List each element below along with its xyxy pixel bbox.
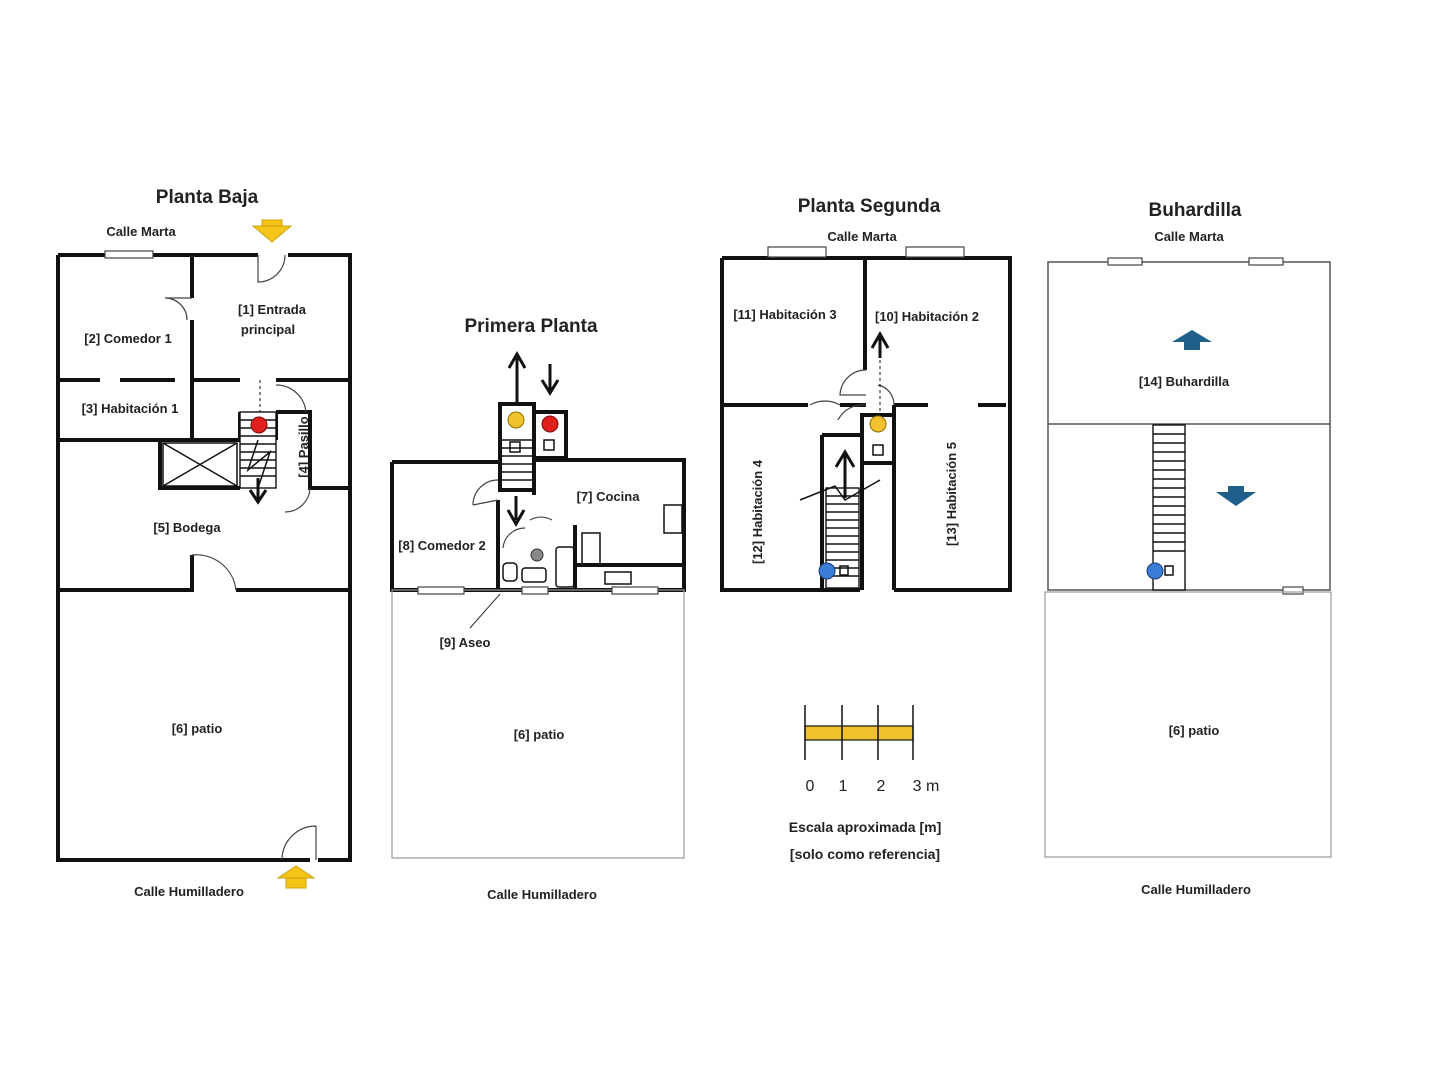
room-label-6-attic: [6] patio <box>1169 723 1220 738</box>
appliance <box>581 532 601 566</box>
scale-bar: 0 1 2 3 m Escala aproximada [m] [solo co… <box>789 705 942 862</box>
room-label-2: [2] Comedor 1 <box>84 331 171 346</box>
attic-ladder <box>1152 424 1186 591</box>
sink <box>663 504 683 534</box>
attic-street-top: Calle Marta <box>1154 229 1224 244</box>
scale-caption-1: Escala aproximada [m] <box>789 819 942 835</box>
attic-street-bottom: Calle Humilladero <box>1141 882 1251 897</box>
storage-cross <box>162 442 238 487</box>
attic-patio <box>1044 591 1332 858</box>
window <box>104 250 154 259</box>
room-label-11: [11] Habitación 3 <box>733 307 836 322</box>
red-marker-icon <box>250 416 268 434</box>
window <box>611 586 659 595</box>
window <box>1248 257 1284 266</box>
toilet <box>502 562 518 582</box>
stairs-down-arrow-icon <box>248 478 268 505</box>
room-label-4: [4] Pasillo <box>296 416 311 477</box>
attic-title: Buhardilla <box>1149 200 1242 221</box>
scale-bar-fill <box>804 725 914 741</box>
ground-floor-title: Planta Baja <box>156 187 259 208</box>
stairs-down-arrow-icon <box>506 496 526 528</box>
scale-caption-2: [solo como referencia] <box>790 846 940 862</box>
stairs-up-arrow-icon <box>507 350 527 404</box>
up-arrow-icon <box>1172 330 1212 350</box>
ground-outer-walls <box>56 253 352 862</box>
storage-box <box>162 442 238 487</box>
blue-marker-icon <box>818 562 836 580</box>
window <box>417 586 465 595</box>
first-interior-walls <box>496 460 684 590</box>
room-label-1: [1] Entrada <box>238 302 307 317</box>
door-second-b <box>809 400 841 406</box>
room-label-7: [7] Cocina <box>577 489 641 504</box>
first-street-bottom: Calle Humilladero <box>487 887 597 902</box>
toilet-icon <box>530 548 544 562</box>
window <box>767 246 827 258</box>
stairs-up-arrow-icon <box>870 330 890 358</box>
second-street-top: Calle Marta <box>827 229 897 244</box>
second-stair-landing <box>860 413 896 465</box>
door-ground-bodega <box>191 554 237 591</box>
room-label-8: [8] Comedor 2 <box>398 538 485 553</box>
yellow-marker-icon <box>869 415 887 433</box>
room-label-14: [14] Buhardilla <box>1139 374 1230 389</box>
blue-marker-icon <box>1146 562 1164 580</box>
window <box>905 246 965 258</box>
rear-entrance-arrow-icon <box>276 865 316 889</box>
scale-tick-3: 3 m <box>913 778 940 795</box>
first-stairs <box>500 439 534 481</box>
room-label-13: [13] Habitación 5 <box>944 442 959 546</box>
ground-floor-plan: Planta Baja Calle Marta Calle Humillader… <box>56 187 352 899</box>
first-patio <box>391 589 685 859</box>
attic-plan: Buhardilla Calle Marta Calle Humilladero… <box>1044 200 1332 897</box>
door-ground-entrance <box>257 254 286 283</box>
room-label-5: [5] Bodega <box>153 520 221 535</box>
first-floor-plan: Primera Planta Calle Humilladero <box>390 316 686 902</box>
scale-tick-1: 1 <box>839 778 848 795</box>
room-label-12: [12] Habitación 4 <box>750 459 765 564</box>
door-ground-rear <box>281 825 317 861</box>
room-label-3: [3] Habitación 1 <box>82 401 179 416</box>
ground-street-bottom: Calle Humilladero <box>134 884 244 899</box>
bathtub <box>555 546 575 588</box>
second-floor-title: Planta Segunda <box>798 196 941 217</box>
yellow-marker-icon <box>507 411 525 429</box>
stairs-down-arrow-icon <box>540 364 560 396</box>
door-second-a <box>839 369 867 396</box>
door-second-c <box>837 404 867 421</box>
first-floor-title: Primera Planta <box>464 316 597 337</box>
attic-outer-walls <box>1047 261 1331 591</box>
window <box>521 586 549 595</box>
scale-tick-0: 0 <box>806 778 815 795</box>
red-marker-icon <box>541 415 559 433</box>
door-first-a <box>472 479 499 506</box>
window <box>1282 586 1304 595</box>
ground-street-top: Calle Marta <box>106 224 176 239</box>
room-label-1b: principal <box>241 322 295 337</box>
stairs-up-arrow-icon <box>834 449 856 498</box>
door-first-c <box>502 527 526 549</box>
room-label-6-ground: [6] patio <box>172 721 223 736</box>
door-ground-comedor <box>164 297 192 321</box>
window <box>1107 257 1143 266</box>
basin <box>521 567 547 583</box>
second-floor-plan: Planta Segunda Calle Marta [11] Habitaci… <box>720 196 1012 862</box>
scale-tick-2: 2 <box>877 778 886 795</box>
down-arrow-icon <box>1216 486 1256 506</box>
counter <box>604 571 632 585</box>
room-label-9: [9] Aseo <box>440 635 491 650</box>
door-ground-pasillo <box>275 384 311 513</box>
first-outer-walls <box>390 458 686 592</box>
room-label-10: [10] Habitación 2 <box>875 309 979 324</box>
room-label-6-first: [6] patio <box>514 727 565 742</box>
door-first-b <box>529 516 553 521</box>
entrance-arrow-icon <box>251 219 293 243</box>
